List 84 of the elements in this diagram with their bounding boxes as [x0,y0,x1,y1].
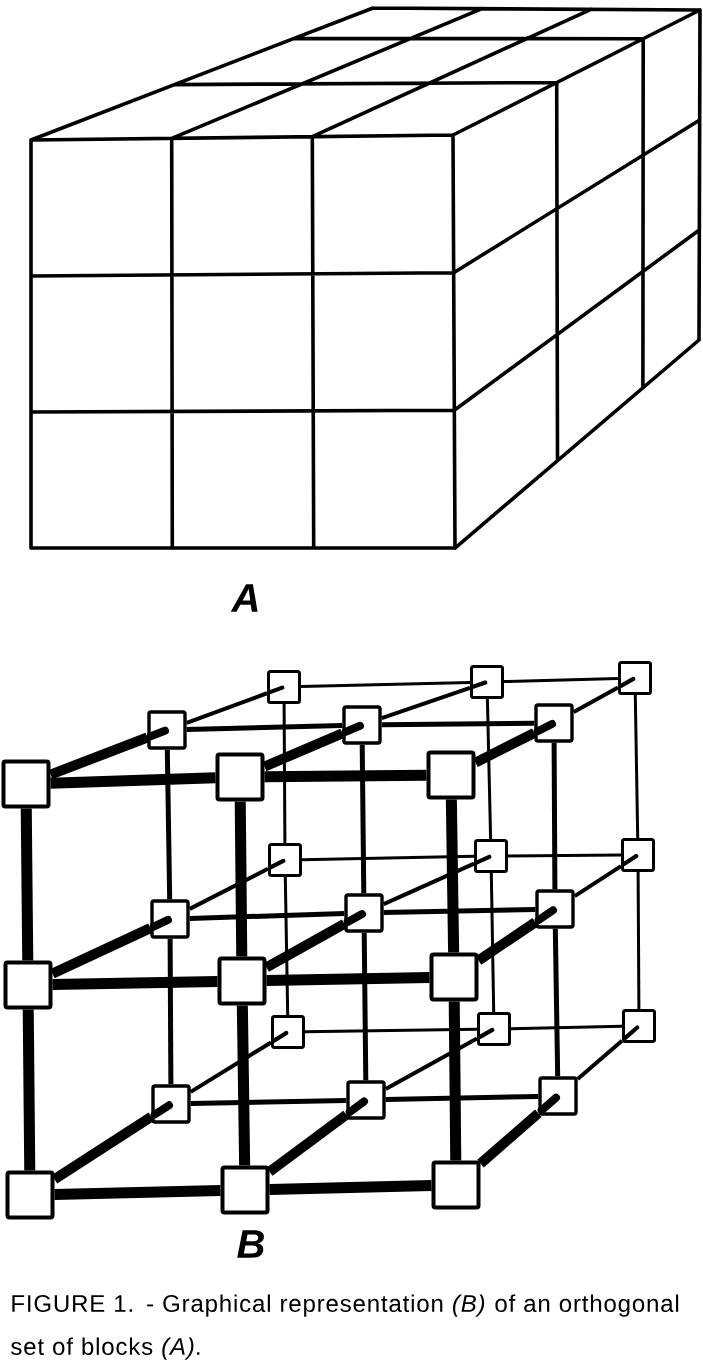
connector-line [573,864,623,898]
connector-line [22,1009,36,1171]
square-node [621,838,655,872]
connector-line [188,866,269,911]
connector-line [50,923,153,979]
square-node [150,1084,191,1124]
connector-line [50,772,216,789]
square-node [215,752,265,802]
square-node [429,952,479,1002]
connector-line [381,685,471,721]
connector-line [269,1180,432,1195]
connector-line [190,1097,347,1107]
square-node [474,839,508,873]
square-node [343,893,384,933]
caption: FIGURE 1. - Graphical representation (B) of an orthogonal set of blocks (A). [11,1294,679,1360]
square-node [271,1015,305,1049]
connector-line [282,704,287,843]
connector-line [48,732,150,780]
connector-line [300,680,471,689]
connector-line [382,861,475,906]
panel-letter: B [237,1230,264,1258]
connector-line [51,1112,155,1184]
connector-line [448,1001,462,1161]
square-node [618,661,652,695]
connector-line [381,720,535,728]
square-node [341,705,382,745]
square-node [533,703,574,743]
square-node [268,843,302,877]
connector-line [189,911,345,921]
connector-line [266,971,430,987]
connector-line [189,1040,273,1094]
connector-line [489,873,496,1013]
connector-line [52,975,218,991]
connector-line [264,769,427,783]
connector-line [359,744,367,894]
connector-line [264,919,347,972]
connector-line [508,853,621,858]
panel-letter: A [230,584,258,612]
connector-line [384,1036,478,1091]
connector-line [383,906,536,916]
square-node [345,1080,386,1120]
square-node [267,670,301,704]
square-node [217,956,267,1006]
connector-line [236,1005,251,1166]
connector-line [262,728,345,772]
connector-line [283,877,290,1016]
connector-line [503,676,619,684]
connector-line [164,749,173,900]
square-node [149,899,190,939]
connector-line [385,1093,539,1103]
connector-line [551,742,558,890]
connector-line [485,698,493,840]
connector-line [445,799,460,953]
connector-line [361,932,369,1081]
square-node [146,710,187,750]
square-node [431,1160,481,1210]
square-node [426,750,476,800]
connector-line [266,1110,350,1176]
connector-line [304,1027,478,1034]
connector-line [301,854,475,862]
connector-line [186,691,268,725]
connector-line [475,918,539,965]
connector-line [186,723,343,732]
connector-line [20,808,34,961]
connector-line [633,695,640,839]
connector-line [167,938,174,1085]
connector-line [552,928,561,1077]
connector-line [234,801,248,957]
square-node [3,960,53,1010]
square-node [5,1170,55,1220]
connector-line [54,1185,221,1200]
square-node [622,1009,656,1043]
connector-line [572,685,619,714]
square-node [534,889,575,929]
connector-line [477,1109,542,1168]
connector-line [576,1039,624,1081]
connector-line [510,1024,623,1031]
connector-line [636,872,641,1009]
square-node [1,759,51,809]
square-node [537,1076,578,1116]
connector-line [473,728,537,768]
square-node [220,1165,270,1215]
square-node [477,1012,511,1046]
square-node [470,665,504,699]
